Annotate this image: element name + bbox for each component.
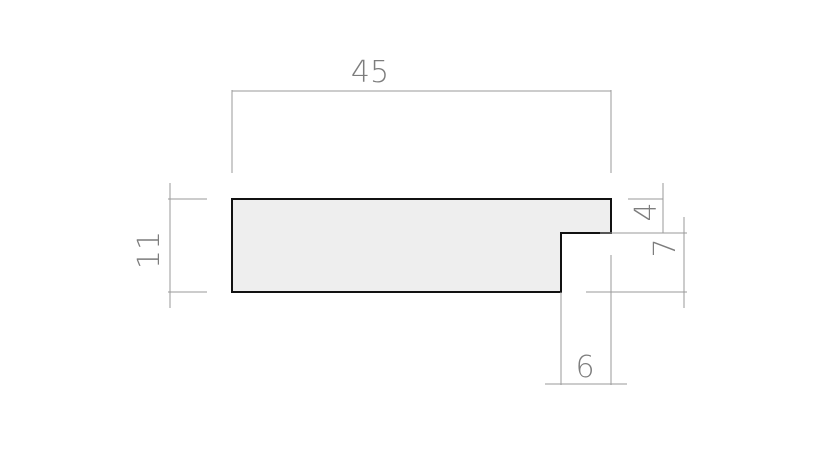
dimension-step-height: 7	[586, 217, 687, 308]
dimension-height: 11	[132, 183, 207, 308]
dimension-notch-width: 6	[545, 255, 627, 385]
dim-step-height-label: 7	[648, 238, 683, 257]
dim-step-depth-label: 4	[629, 202, 664, 221]
profile-section	[231, 198, 612, 293]
dimension-step-depth: 4	[600, 183, 687, 234]
dim-width-label: 45	[351, 55, 389, 90]
dimension-width: 45	[231, 55, 612, 173]
dim-height-label: 11	[132, 231, 167, 269]
dim-notch-width-label: 6	[575, 350, 594, 385]
